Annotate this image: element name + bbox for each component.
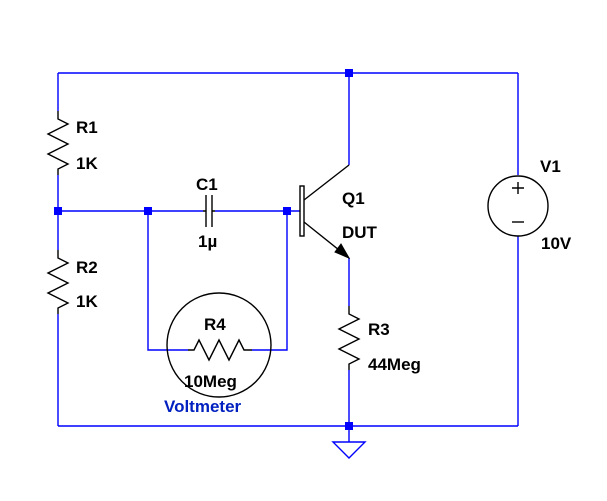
capacitor-icon [203, 195, 215, 227]
voltmeter-circle-icon [166, 292, 272, 398]
transistor-q1: Q1 DUT [299, 164, 378, 260]
resistor-icon [46, 111, 70, 175]
r2-ref-label: R2 [76, 258, 98, 277]
resistor-icon [337, 306, 361, 370]
junction-dot [283, 207, 291, 215]
resistor-icon [46, 250, 70, 314]
resistor-icon [188, 338, 252, 362]
ground-icon [331, 441, 367, 459]
capacitor-c1: C1 1µ [196, 175, 218, 251]
c1-value-label: 1µ [198, 232, 217, 251]
r4-ref-label: R4 [204, 315, 226, 334]
voltage-source-icon [487, 175, 549, 237]
voltmeter-right-lead [252, 211, 288, 351]
v1-value-label: 10V [541, 234, 572, 253]
resistor-r2: R2 1K [46, 250, 98, 314]
junction-dot [345, 422, 353, 430]
resistor-r3: R3 44Meg [337, 306, 421, 374]
v1-ref-label: V1 [540, 157, 561, 176]
junction-dot [345, 69, 353, 77]
r3-ref-label: R3 [368, 320, 390, 339]
voltmeter-annotation: Voltmeter [164, 397, 242, 416]
npn-transistor-icon [299, 164, 351, 260]
junctions [54, 69, 353, 430]
r1-value-label: 1K [76, 154, 98, 173]
r3-value-label: 44Meg [368, 355, 421, 374]
voltmeter-left-lead [147, 211, 188, 351]
resistor-r1: R1 1K [46, 111, 98, 175]
voltmeter-r4: R4 10Meg Voltmeter [164, 292, 272, 416]
junction-dot [54, 207, 62, 215]
voltage-source-v1: V1 10V [487, 157, 572, 253]
q1-value-label: DUT [342, 223, 378, 242]
r2-value-label: 1K [76, 292, 98, 311]
r1-ref-label: R1 [76, 118, 98, 137]
c1-ref-label: C1 [196, 175, 218, 194]
q1-ref-label: Q1 [342, 189, 365, 208]
wires [57, 72, 519, 442]
r4-value-label: 10Meg [184, 372, 237, 391]
junction-dot [144, 207, 152, 215]
